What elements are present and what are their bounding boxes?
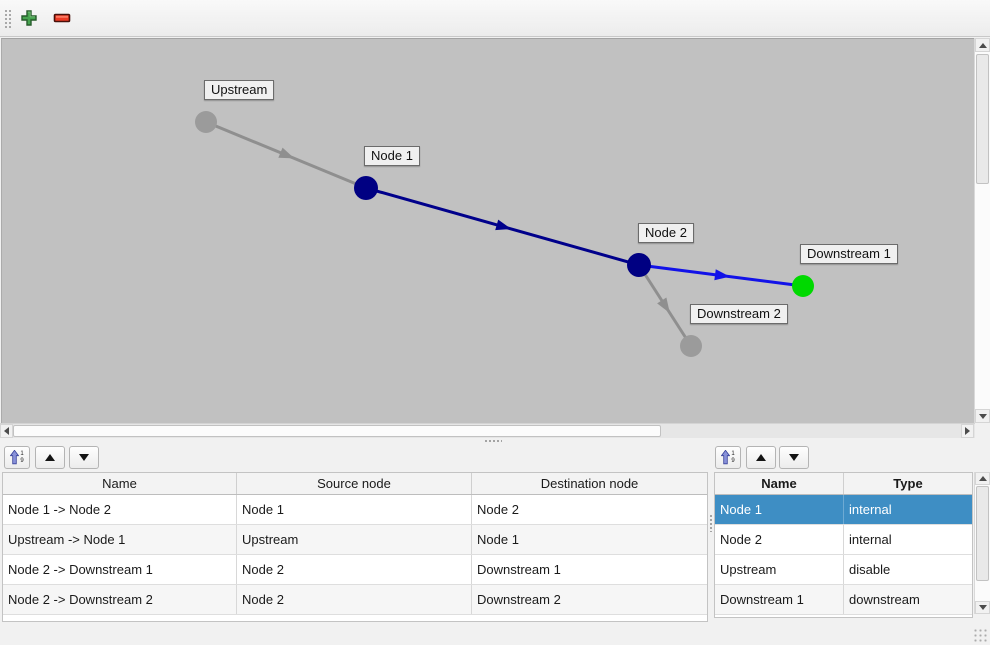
node-move-down-button[interactable] [779,446,809,469]
sort-ascending-icon: 1 9 [721,450,735,465]
nodes-table-vertical-scrollbar[interactable] [974,472,990,614]
edge-sort-button[interactable]: 1 9 [4,446,30,469]
edge-direction-arrow-icon [657,297,670,314]
arrow-up-icon [978,42,987,48]
window-resize-grip[interactable] [973,628,987,642]
column-header-name[interactable]: Name [3,473,237,494]
move-up-icon [756,454,766,461]
cell-destination: Node 1 [477,532,519,547]
scroll-down-button[interactable] [975,601,990,614]
graph-svg [195,111,814,357]
node-table-row[interactable]: Downstream 1 downstream [715,585,972,615]
cell-destination: Downstream 2 [477,592,561,607]
cell-type: internal [849,532,892,547]
edge-move-up-button[interactable] [35,446,65,469]
edge-direction-arrow-icon [714,269,730,281]
scroll-right-button[interactable] [961,424,974,438]
column-header-source-node[interactable]: Source node [237,473,472,494]
nodes-table-header: Name Type [715,473,972,495]
node-label-downstream2[interactable]: Downstream 2 [690,304,788,324]
column-header-name[interactable]: Name [715,473,844,494]
graph-node-upstream[interactable] [195,111,217,133]
cell-source: Node 1 [237,495,472,524]
node-label-node1[interactable]: Node 1 [364,146,420,166]
horizontal-pane-splitter[interactable] [0,438,990,444]
cell-type: disable [849,562,891,577]
cell-type: internal [849,502,892,517]
move-down-icon [789,454,799,461]
cell-name: Node 2 -> Downstream 1 [3,555,237,584]
node-table-row[interactable]: Node 2 internal [715,525,972,555]
arrow-down-icon [978,413,987,419]
sort-ascending-icon: 1 9 [10,450,24,465]
scroll-down-button[interactable] [975,409,990,423]
edge-table-row[interactable]: Node 1 -> Node 2 Node 1 Node 2 [3,495,707,525]
arrow-left-icon [4,427,9,435]
remove-button[interactable] [50,7,74,31]
node-table-row[interactable]: Upstream disable [715,555,972,585]
node-sort-button[interactable]: 1 9 [715,446,741,469]
splitter-handle-icon [484,439,502,443]
edge-move-down-button[interactable] [69,446,99,469]
arrow-up-icon [978,476,987,481]
node-label-upstream[interactable]: Upstream [204,80,275,100]
cell-name: Downstream 1 [715,585,844,614]
edge-direction-arrow-icon [495,219,512,231]
edges-table: Name Source node Destination node Node 1… [2,472,708,622]
minus-icon [53,9,71,30]
canvas-vertical-scrollbar[interactable] [974,38,990,423]
cell-name: Upstream -> Node 1 [3,525,237,554]
vertical-pane-splitter[interactable] [708,472,714,622]
node-label-node2[interactable]: Node 2 [638,223,694,243]
horizontal-scrollbar-thumb[interactable] [13,425,661,437]
cell-source: Node 2 [237,585,472,614]
cell-name: Node 2 -> Downstream 2 [3,585,237,614]
canvas-horizontal-scrollbar[interactable] [0,423,975,438]
arrow-down-icon [978,605,987,610]
move-down-icon [79,454,89,461]
column-header-type[interactable]: Type [893,476,923,491]
toolbar-drag-handle[interactable] [4,9,13,29]
vertical-scrollbar-thumb[interactable] [976,54,989,184]
scroll-left-button[interactable] [0,424,13,438]
edge-table-row[interactable]: Node 2 -> Downstream 2 Node 2 Downstream… [3,585,707,615]
cell-source: Node 2 [237,555,472,584]
graph-node-downstream1[interactable] [792,275,814,297]
add-button[interactable] [17,7,41,31]
cell-type: downstream [849,592,920,607]
edge-direction-arrow-icon [278,147,295,159]
splitter-handle-icon [709,514,713,532]
plus-icon [20,9,38,30]
scroll-up-button[interactable] [975,38,990,52]
nodes-table: Name Type Node 1 internal Node 2 interna… [714,472,973,618]
edge-table-row[interactable]: Upstream -> Node 1 Upstream Node 1 [3,525,707,555]
vertical-scrollbar-thumb[interactable] [976,486,989,581]
edges-table-header: Name Source node Destination node [3,473,707,495]
node-move-up-button[interactable] [746,446,776,469]
main-toolbar [0,0,990,37]
node-table-row-selected[interactable]: Node 1 internal [715,495,972,525]
graph-node-node1[interactable] [354,176,378,200]
node-label-downstream1[interactable]: Downstream 1 [800,244,898,264]
scroll-up-button[interactable] [975,472,990,485]
move-up-icon [45,454,55,461]
cell-destination: Downstream 1 [477,562,561,577]
cell-destination: Node 2 [477,502,519,517]
column-header-destination-node[interactable]: Destination node [540,476,639,491]
graph-node-downstream2[interactable] [680,335,702,357]
graph-node-node2[interactable] [627,253,651,277]
edge-table-row[interactable]: Node 2 -> Downstream 1 Node 2 Downstream… [3,555,707,585]
cell-name: Upstream [715,555,844,584]
cell-name: Node 1 [715,495,844,524]
cell-name: Node 2 [715,525,844,554]
cell-source: Upstream [237,525,472,554]
arrow-right-icon [965,427,970,435]
cell-name: Node 1 -> Node 2 [3,495,237,524]
